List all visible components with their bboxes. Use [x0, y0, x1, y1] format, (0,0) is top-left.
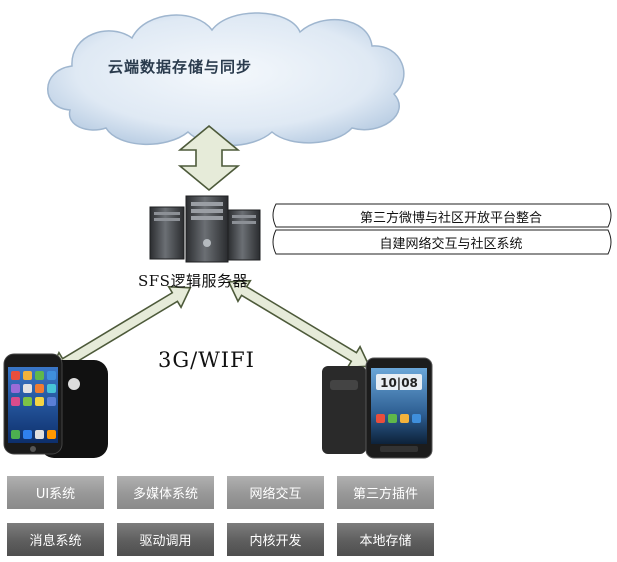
banner-text-third-party: 第三方微博与社区开放平台整合 [359, 211, 542, 226]
module-kernel-development: 内核开发 [227, 523, 324, 556]
network-label: 3G/WIFI [158, 348, 255, 372]
server-rack-icon [149, 195, 261, 263]
module-local-storage: 本地存储 [337, 523, 434, 556]
cloud-label: 云端数据存储与同步 [108, 58, 253, 76]
iphone-icon [3, 353, 108, 458]
banner-text-self-built: 自建网络交互与社区系统 [379, 237, 523, 252]
svg-text:10|08: 10|08 [380, 376, 418, 390]
cloud-icon [47, 12, 405, 147]
module-ui-system: UI系统 [7, 476, 104, 509]
htc-phone-icon: 10|08 [322, 357, 433, 459]
module-network-interaction: 网络交互 [227, 476, 324, 509]
module-third-party-plugin: 第三方插件 [337, 476, 434, 509]
module-driver-call: 驱动调用 [117, 523, 214, 556]
double-arrow-vertical-icon [177, 124, 241, 192]
banner-scroll [272, 203, 612, 255]
module-grid: UI系统 多媒体系统 网络交互 第三方插件 消息系统 驱动调用 内核开发 本地存… [7, 476, 437, 556]
module-multimedia-system: 多媒体系统 [117, 476, 214, 509]
server-label: SFS逻辑服务器 [138, 272, 248, 290]
module-message-system: 消息系统 [7, 523, 104, 556]
